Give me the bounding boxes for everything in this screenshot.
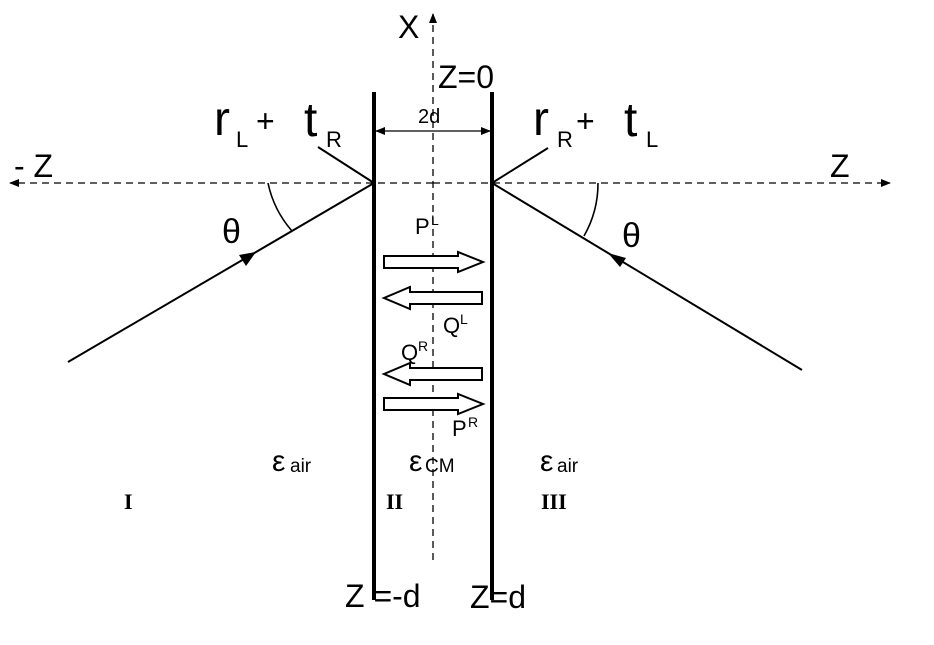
left-outgoing-ray (317, 146, 375, 184)
right-outgoing-ray (491, 147, 549, 184)
region-one-label: I (124, 489, 133, 514)
right-output-t-sub: L (646, 127, 658, 152)
qr-wave-arrow (381, 361, 483, 387)
pr-wave-arrow (383, 392, 486, 416)
left-medium-sub: air (290, 456, 312, 477)
qr-label-sup: R (418, 338, 428, 354)
right-incident-arrowhead (608, 253, 626, 267)
left-medium-symbol: ε (272, 445, 285, 478)
right-angle-label: θ (622, 217, 641, 255)
right-medium-symbol: ε (540, 445, 553, 478)
z-axis-negative-label: - Z (14, 148, 53, 184)
left-output-t: t (304, 94, 317, 147)
right-output-t: t (624, 94, 637, 147)
left-angle-label: θ (222, 213, 241, 251)
left-output-r-sub: L (236, 127, 248, 152)
center-label: Z=0 (438, 59, 494, 95)
pr-label: P (452, 416, 467, 441)
region-three-label: III (541, 489, 567, 514)
region-two-label: II (386, 489, 403, 514)
pr-label-sup: R (468, 414, 478, 430)
right-output-r: r (533, 93, 549, 146)
left-boundary-label: Z =-d (345, 578, 421, 614)
left-incident-ray (67, 182, 375, 363)
pl-label-sup: L (431, 212, 439, 228)
center-medium-sub: CM (425, 456, 455, 477)
pl-label: P (415, 214, 430, 239)
right-angle-arc (583, 182, 599, 237)
ql-label-sup: L (460, 311, 468, 327)
ql-label: Q (443, 313, 460, 338)
left-output-plus: + (256, 103, 275, 139)
right-output-r-sub: R (557, 127, 573, 152)
right-incident-ray (491, 182, 803, 371)
thickness-label: 2d (418, 106, 440, 128)
left-output-r: r (214, 93, 230, 146)
center-medium-symbol: ε (409, 445, 422, 478)
left-angle-arc (267, 182, 293, 232)
right-medium-sub: air (557, 456, 579, 477)
right-output-plus: + (576, 103, 595, 139)
x-axis-label: X (398, 9, 419, 45)
ql-wave-arrow (381, 285, 483, 311)
qr-label: Q (401, 340, 418, 365)
pl-wave-arrow (383, 250, 486, 274)
left-incident-arrowhead (239, 252, 256, 266)
z-axis-positive-label: Z (830, 148, 850, 184)
left-output-t-sub: R (326, 127, 342, 152)
right-boundary-label: Z=d (470, 579, 526, 615)
